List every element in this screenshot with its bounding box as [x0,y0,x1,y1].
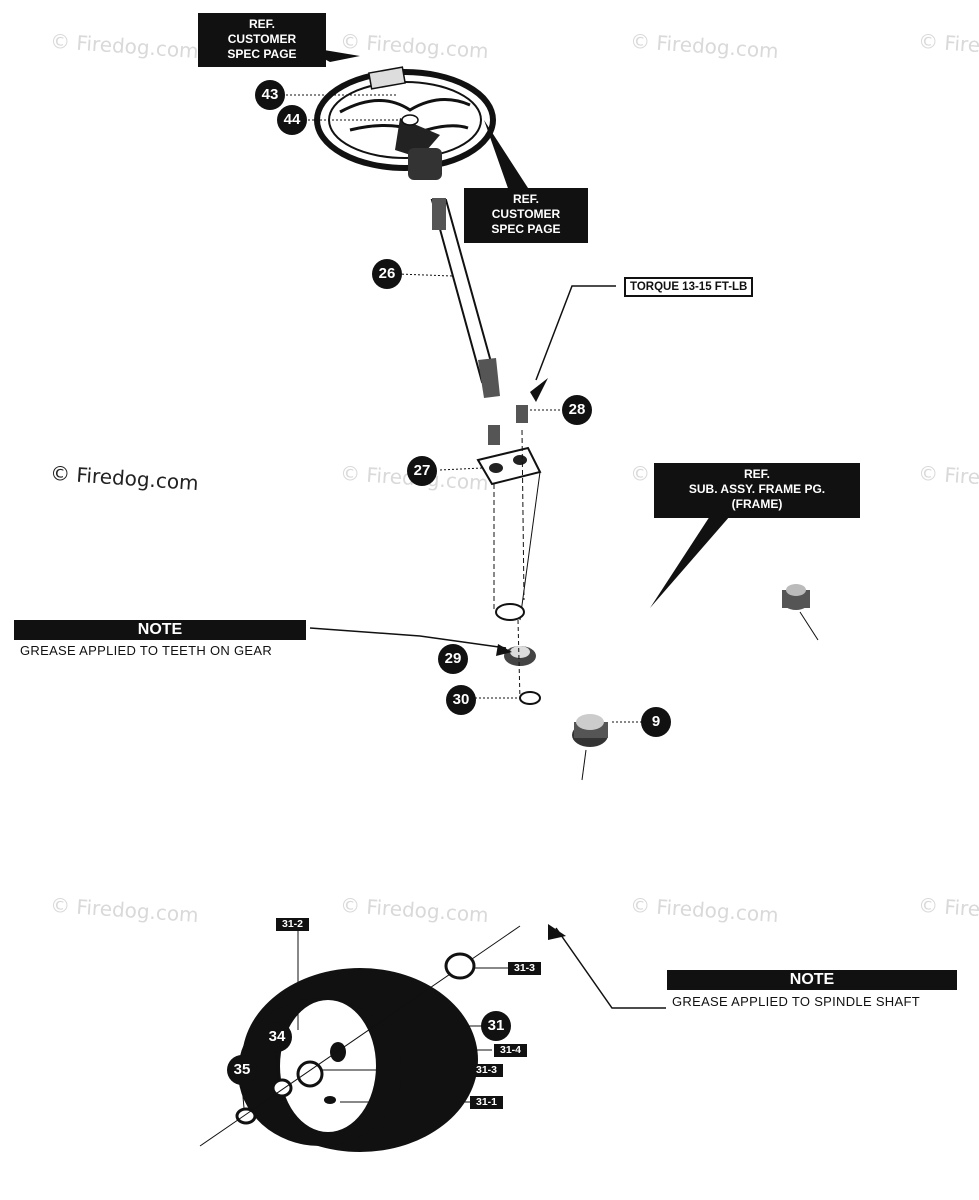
wheel-leader-lines [241,930,508,1109]
ref-box-frame: REF. SUB. ASSY. FRAME PG. (FRAME) [654,463,860,518]
ref-line: SUB. ASSY. FRAME PG. [688,482,826,496]
leader-lines [274,94,666,1009]
ref-line: REF. [248,17,275,31]
callout-28: 28 [562,395,592,425]
callout-35: 35 [227,1055,257,1085]
note-spindle-body: GREASE APPLIED TO SPINDLE SHAFT [672,994,920,1009]
tag-31-2: 31-2 [276,918,310,931]
ref-line: CUSTOMER [491,207,561,221]
callout-43: 43 [255,80,285,110]
front-wheel [199,925,521,1152]
gear [504,646,536,666]
callout-27: 27 [407,456,437,486]
callout-9: 9 [641,707,671,737]
ref-box-customer-spec-top: REF. CUSTOMER SPEC PAGE [198,13,326,67]
bracket-assembly [476,405,542,705]
tag-31-3-top: 31-3 [508,962,542,975]
callout-44: 44 [277,105,307,135]
tag-31-3-bottom: 31-3 [470,1064,504,1077]
ref-line: REF. [743,467,770,481]
callout-30: 30 [446,685,476,715]
torque-spec-box: TORQUE 13-15 FT-LB [624,277,754,297]
ref-line: (FRAME) [731,497,783,511]
ref-box-customer-spec-mid: REF. CUSTOMER SPEC PAGE [464,188,588,243]
note-gear-title: NOTE [14,620,306,640]
note-gear-body: GREASE APPLIED TO TEETH ON GEAR [20,643,273,658]
steering-shaft [430,198,500,398]
ref-line: REF. [512,192,539,206]
ref-line: SPEC PAGE [491,222,561,236]
note-spindle-title: NOTE [667,970,957,990]
tag-31-1: 31-1 [470,1096,504,1109]
steering-wheel [314,66,496,180]
callout-26: 26 [372,259,402,289]
bushing-9 [572,714,608,781]
callout-29: 29 [438,644,468,674]
ref-line: CUSTOMER [227,32,297,46]
tag-31-4: 31-4 [494,1044,528,1057]
ref-line: SPEC PAGE [227,47,297,61]
callout-34: 34 [262,1022,292,1052]
bushing-right [782,584,819,641]
callout-31: 31 [481,1011,511,1041]
